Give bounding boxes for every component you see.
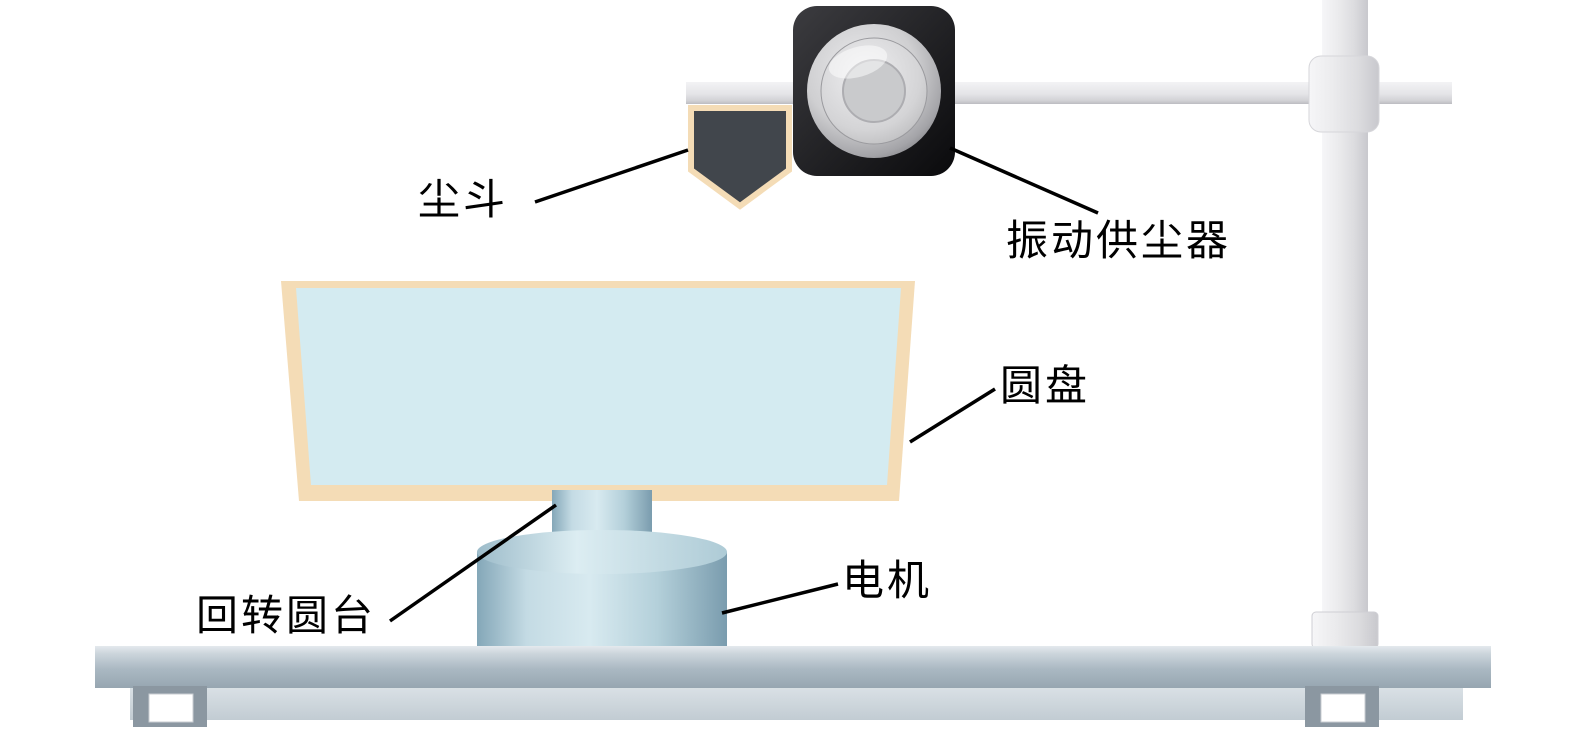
dust-hopper — [688, 105, 792, 210]
base-foot-left-roller — [148, 693, 194, 723]
leader-line-feeder — [949, 146, 1099, 215]
leader-line-turntable — [388, 503, 558, 623]
leader-line-disc — [909, 387, 996, 444]
disc-tray-interior — [296, 288, 901, 485]
feeder-dial-highlight — [828, 45, 888, 79]
label-dust-hopper: 尘斗 — [418, 178, 509, 224]
label-disc: 圆盘 — [1000, 364, 1091, 410]
stand-pole-foot — [1311, 611, 1379, 649]
motor-top — [477, 530, 727, 574]
base-foot-right-roller — [1320, 693, 1366, 723]
base-lower-band — [130, 688, 1463, 720]
leader-line-motor — [721, 582, 839, 615]
base-platform — [95, 646, 1491, 688]
label-rotary-turntable: 回转圆台 — [196, 594, 377, 640]
stand-joint — [1308, 55, 1380, 133]
label-motor: 电机 — [842, 559, 933, 605]
leader-line-hopper — [534, 148, 689, 204]
label-vibration-feeder: 振动供尘器 — [1006, 219, 1232, 265]
